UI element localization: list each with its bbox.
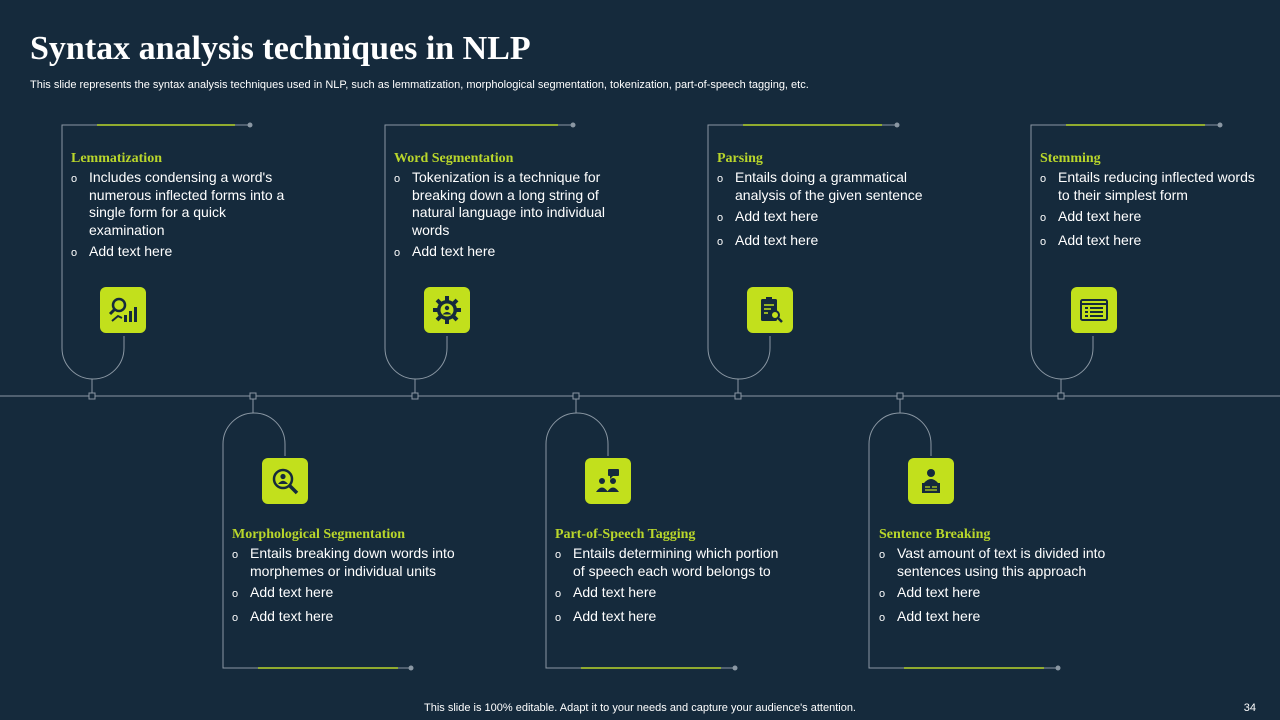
card-title: Part-of-Speech Tagging [555, 527, 696, 542]
card-title: Word Segmentation [394, 151, 514, 166]
card-title: Sentence Breaking [879, 527, 991, 542]
gear-person-icon [424, 287, 470, 333]
person-search-icon [262, 458, 308, 504]
card-title: Morphological Segmentation [232, 527, 406, 542]
page-number: 34 [1243, 702, 1256, 714]
card-title: Lemmatization [71, 151, 162, 166]
checklist-window-icon [1071, 287, 1117, 333]
analytics-search-icon [100, 287, 146, 333]
slide-subtitle: This slide represents the syntax analysi… [30, 79, 809, 91]
card-title: Stemming [1040, 151, 1101, 166]
slide-title: Syntax analysis techniques in NLP [30, 30, 531, 67]
speaker-podium-icon [908, 458, 954, 504]
people-chat-icon [585, 458, 631, 504]
clipboard-search-icon [747, 287, 793, 333]
card-title: Parsing [717, 151, 763, 166]
slide-footer: This slide is 100% editable. Adapt it to… [424, 702, 856, 714]
